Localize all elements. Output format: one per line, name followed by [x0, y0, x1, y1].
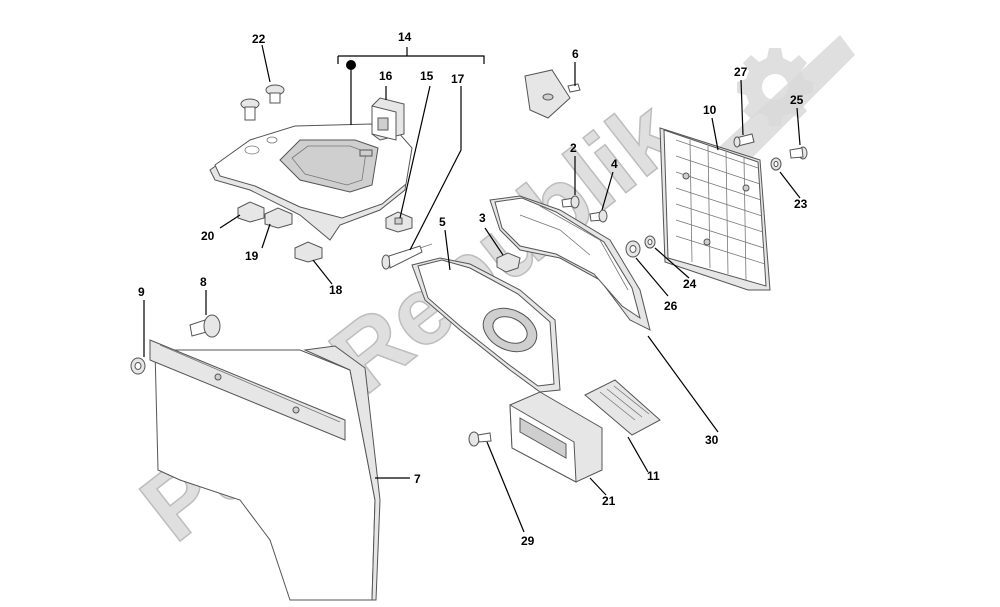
callout-6: 6: [572, 47, 579, 61]
callout-9: 9: [138, 285, 145, 299]
part-clip-3: [496, 252, 521, 273]
callout-21: 21: [602, 494, 616, 508]
part-washer-9: [130, 357, 146, 375]
part-screw-4: [589, 209, 608, 223]
part-plate-10: [659, 127, 771, 291]
part-screw-22: [240, 84, 285, 121]
callout-8: 8: [200, 275, 207, 289]
callout-23: 23: [794, 197, 808, 211]
callout-18: 18: [329, 283, 343, 297]
callout-2: 2: [570, 141, 577, 155]
callout-30: 30: [705, 433, 719, 447]
part-screw-25: [789, 146, 808, 160]
callout-5: 5: [439, 215, 446, 229]
part-washer-24: [644, 235, 656, 249]
part-fairing-30: [489, 195, 651, 331]
part-mudflap-7: [149, 339, 381, 601]
callout-16: 16: [379, 69, 393, 83]
callout-11: 11: [647, 469, 660, 483]
part-clip-18: [294, 241, 323, 263]
part-lightbox-21: [509, 391, 603, 483]
part-clip-20: [237, 201, 265, 223]
callout-7: 7: [414, 472, 421, 486]
part-bracket-6: [524, 69, 581, 119]
callout-10: 10: [703, 103, 717, 117]
part-clip-19: [264, 207, 293, 229]
part-screw-29: [468, 431, 492, 447]
callout-4: 4: [611, 157, 618, 171]
callout-25: 25: [790, 93, 804, 107]
callout-3: 3: [479, 211, 486, 225]
part-panel-5: [411, 257, 561, 393]
part-washer-23: [770, 157, 782, 171]
watermark-banner: [705, 35, 855, 185]
callout-17: 17: [451, 72, 465, 86]
callout-20: 20: [201, 229, 215, 243]
part-screw-2: [561, 195, 580, 209]
leader-lines: [143, 44, 801, 533]
part-bolt-8: [189, 314, 221, 338]
callout-15: 15: [420, 69, 434, 83]
part-clip-15: [385, 211, 413, 233]
part-nut-26: [625, 240, 641, 258]
part-tray-14: [209, 123, 413, 241]
callout-19: 19: [245, 249, 259, 263]
callout-22: 22: [252, 32, 266, 46]
callout-29: 29: [521, 534, 535, 548]
part-pin-27: [733, 133, 755, 148]
part-module-16: [371, 97, 405, 141]
callout-labels: 22 14 16 15 17 6 27 10 25 2 4 23 3 5 20 …: [138, 30, 808, 548]
callout-14: 14: [398, 30, 412, 44]
part-label-11: [584, 379, 661, 436]
callout-24: 24: [683, 277, 697, 291]
callout-26: 26: [664, 299, 678, 313]
callout-27: 27: [734, 65, 748, 79]
